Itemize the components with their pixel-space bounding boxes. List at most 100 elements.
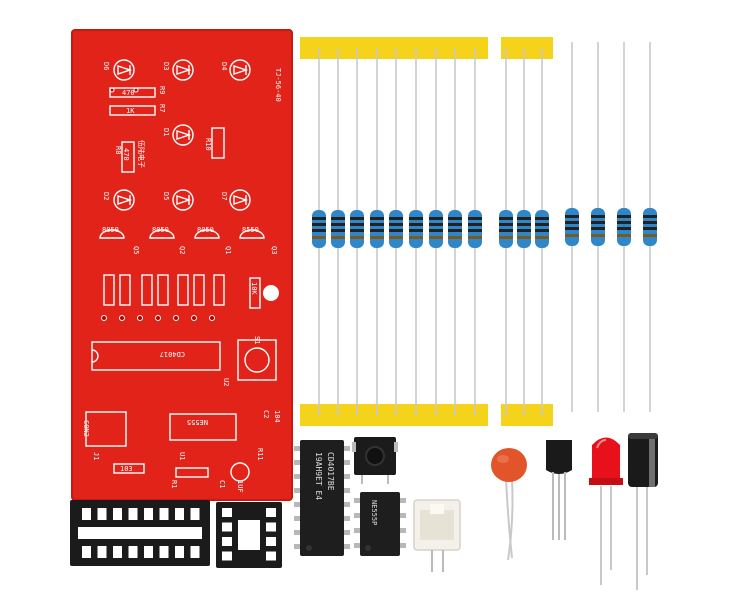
ref-r9: R9	[158, 86, 166, 94]
ref-r10: R10	[204, 138, 212, 151]
ref-con2: CON2	[82, 420, 90, 437]
resistor	[468, 48, 482, 416]
led-footprint	[229, 189, 251, 211]
socket-contact	[144, 508, 153, 520]
led-footprint	[113, 189, 135, 211]
socket-contact	[97, 508, 107, 520]
ref-s1: S1	[253, 336, 261, 344]
ref-d1: D1	[162, 128, 170, 136]
ic-socket-8	[216, 502, 282, 568]
ref-q2: Q2	[178, 246, 186, 254]
connector-footprint	[85, 411, 127, 447]
ref-u2: U2	[222, 378, 230, 386]
socket-contact	[175, 508, 184, 520]
transistor-footprint: 8050	[99, 226, 125, 239]
switch-footprint	[237, 339, 277, 381]
ref-d7: D7	[220, 192, 228, 200]
socket-contact	[82, 546, 91, 558]
led-footprint	[172, 189, 194, 211]
socket-contact	[159, 508, 169, 520]
socket-contact	[266, 522, 276, 532]
value-470-b: 470	[122, 148, 130, 161]
value-103: 103	[120, 465, 133, 473]
tape-top-left	[300, 37, 488, 59]
ref-r1: R1	[170, 480, 178, 488]
resistor	[448, 48, 462, 416]
socket-contact	[190, 546, 200, 558]
led-footprint	[229, 59, 251, 81]
transistor-footprint: 8050	[194, 226, 220, 239]
resistor	[331, 48, 345, 416]
socket-contact	[82, 508, 91, 520]
socket-contact	[190, 508, 200, 520]
resistor	[565, 42, 579, 412]
resistor	[370, 48, 384, 416]
tape-bottom-left	[300, 404, 488, 426]
cd4017-footprint: CD4017	[91, 341, 221, 371]
svg-text:8050: 8050	[102, 226, 119, 234]
socket-contact	[222, 508, 232, 517]
ref-r11: R11	[256, 448, 264, 461]
ref-u1: U1	[178, 452, 186, 460]
socket-contact	[266, 551, 276, 561]
resistor	[429, 48, 443, 416]
tape-top-right	[501, 37, 553, 59]
socket-contact	[266, 508, 276, 517]
socket-contact	[113, 508, 122, 520]
resistor	[591, 42, 605, 412]
socket-contact	[222, 551, 232, 561]
resistor	[409, 48, 423, 416]
header-connector	[413, 499, 461, 572]
ref-j1: J1	[92, 452, 100, 460]
cd4017-chip: 19AH9ET E4 CD4017BE	[294, 440, 350, 556]
socket-contact	[222, 537, 232, 546]
socket-contact	[128, 546, 138, 558]
pcb-board: TJ-56-40 D6 D3 D4 470 1K R9 R7 D1 R8 470…	[71, 29, 293, 501]
ref-r7: R7	[158, 104, 166, 112]
socket-contact	[128, 508, 138, 520]
transistor-footprint: 8550	[239, 226, 265, 239]
electrolytic-capacitor	[628, 433, 658, 590]
socket-contact	[175, 546, 184, 558]
mounting-hole	[263, 285, 279, 301]
transistor	[546, 440, 572, 540]
tact-switch	[352, 437, 398, 484]
ref-q1: Q1	[224, 246, 232, 254]
ref-d5: D5	[162, 192, 170, 200]
ref-q5: Q5	[132, 246, 140, 254]
svg-text:8050: 8050	[197, 226, 214, 234]
socket-contact	[97, 546, 107, 558]
tape-bottom-right	[501, 404, 553, 426]
ref-q3: Q3	[270, 246, 278, 254]
pcb-ic-main-label: CD4017	[160, 350, 185, 358]
ref-d2: D2	[102, 192, 110, 200]
pcb-ic-timer-label: NE555	[187, 418, 208, 426]
socket-contact	[222, 522, 232, 532]
ref-d6: D6	[102, 62, 110, 70]
led-footprint	[172, 59, 194, 81]
resistor	[350, 48, 364, 416]
value-470-a: 470	[122, 89, 135, 97]
resistor	[617, 42, 631, 412]
brand-mark: 伍陆电子	[137, 140, 146, 168]
pad-row	[101, 315, 215, 321]
value-1k: 1K	[126, 107, 135, 115]
resistor	[499, 48, 513, 416]
resistor-strip	[300, 37, 657, 426]
ref-d3: D3	[162, 62, 170, 70]
ref-c2: C2	[262, 410, 270, 418]
ne555-footprint: NE555	[169, 413, 237, 441]
resistor-array-footprint	[103, 274, 261, 309]
resistor	[389, 48, 403, 416]
resistor	[535, 48, 549, 416]
value-1uf: 1UF	[236, 480, 244, 493]
resistor	[517, 48, 531, 416]
ne555-chip: NE555P	[354, 492, 406, 556]
ref-r8: R8	[114, 146, 122, 154]
socket-contact	[113, 546, 122, 558]
cd4017-marking-line1: 19AH9ET E4	[314, 452, 323, 500]
transistor-footprint: 8050	[149, 226, 175, 239]
ref-d4: D4	[220, 62, 228, 70]
ne555-marking: NE555P	[370, 500, 378, 525]
